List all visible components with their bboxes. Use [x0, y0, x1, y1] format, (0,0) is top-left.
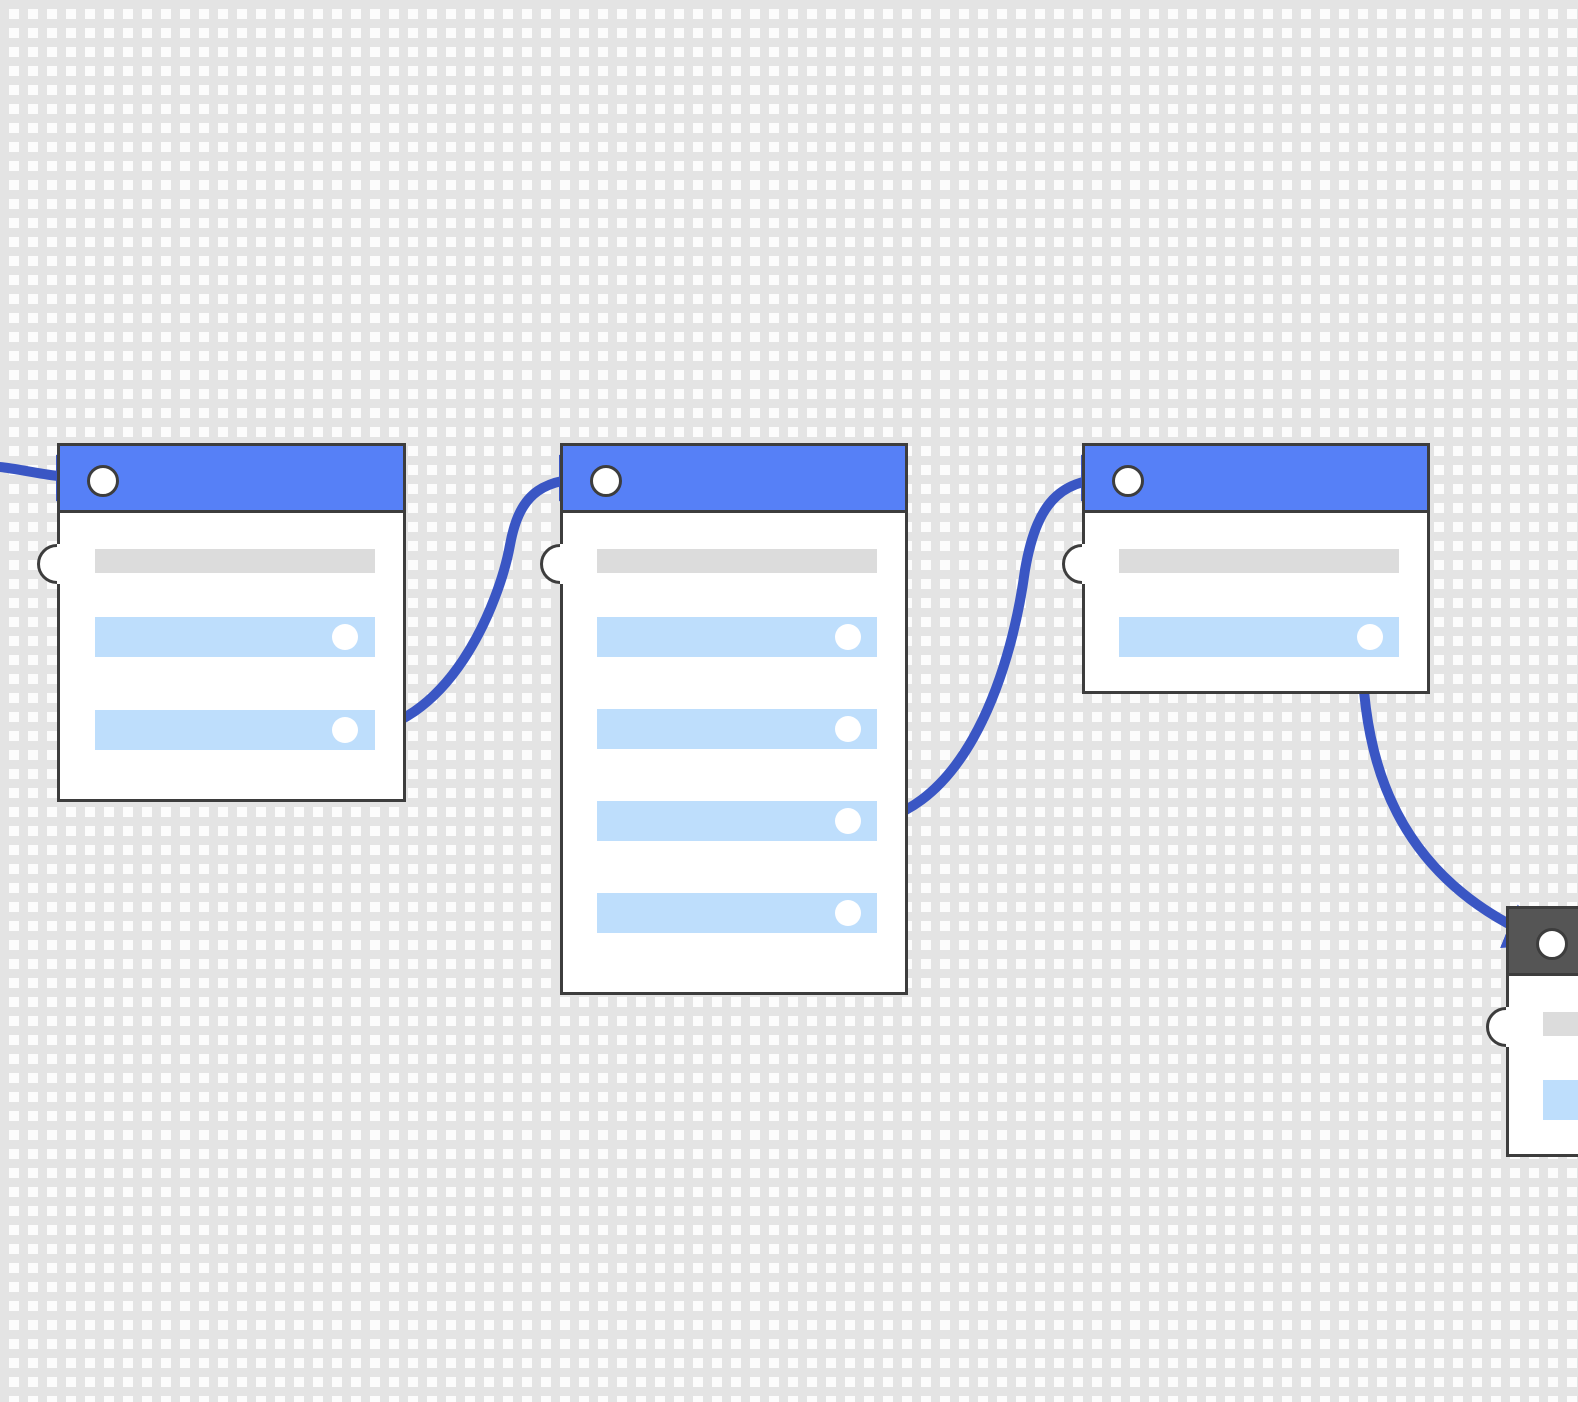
- left-notch-mask: [560, 544, 580, 584]
- node-field-row[interactable]: [1119, 617, 1399, 657]
- output-port-icon[interactable]: [332, 717, 358, 743]
- node-field-row[interactable]: [597, 709, 877, 749]
- input-port-icon[interactable]: [590, 465, 622, 497]
- node-body[interactable]: [1486, 976, 1578, 1157]
- node-header[interactable]: [1082, 443, 1430, 513]
- node-header[interactable]: [560, 443, 908, 513]
- node-body[interactable]: [1062, 513, 1430, 694]
- left-notch-mask: [1082, 544, 1102, 584]
- node-header[interactable]: [1506, 906, 1578, 976]
- left-notch-mask: [1506, 1007, 1526, 1047]
- output-port-icon[interactable]: [835, 624, 861, 650]
- left-notch-mask: [57, 544, 77, 584]
- node-header[interactable]: [57, 443, 406, 513]
- node-title-bar: [597, 549, 877, 573]
- node-card[interactable]: [1062, 443, 1430, 694]
- output-port-icon[interactable]: [332, 624, 358, 650]
- node-field-row[interactable]: [597, 893, 877, 933]
- output-port-icon[interactable]: [1357, 624, 1383, 650]
- node-field-row[interactable]: [95, 617, 375, 657]
- node-card[interactable]: [37, 443, 406, 802]
- node-field-row[interactable]: [95, 710, 375, 750]
- output-port-icon[interactable]: [835, 900, 861, 926]
- node-field-row[interactable]: [1543, 1080, 1578, 1120]
- input-port-icon[interactable]: [1112, 465, 1144, 497]
- node-card[interactable]: [1486, 906, 1578, 1157]
- output-port-icon[interactable]: [835, 808, 861, 834]
- node-field-row[interactable]: [597, 801, 877, 841]
- node-body[interactable]: [540, 513, 908, 995]
- node-card[interactable]: [540, 443, 908, 995]
- node-field-row[interactable]: [597, 617, 877, 657]
- node-body[interactable]: [37, 513, 406, 802]
- output-port-icon[interactable]: [835, 716, 861, 742]
- input-port-icon[interactable]: [87, 465, 119, 497]
- node-title-bar: [95, 549, 375, 573]
- node-title-bar: [1543, 1012, 1578, 1036]
- node-title-bar: [1119, 549, 1399, 573]
- input-port-icon[interactable]: [1536, 928, 1568, 960]
